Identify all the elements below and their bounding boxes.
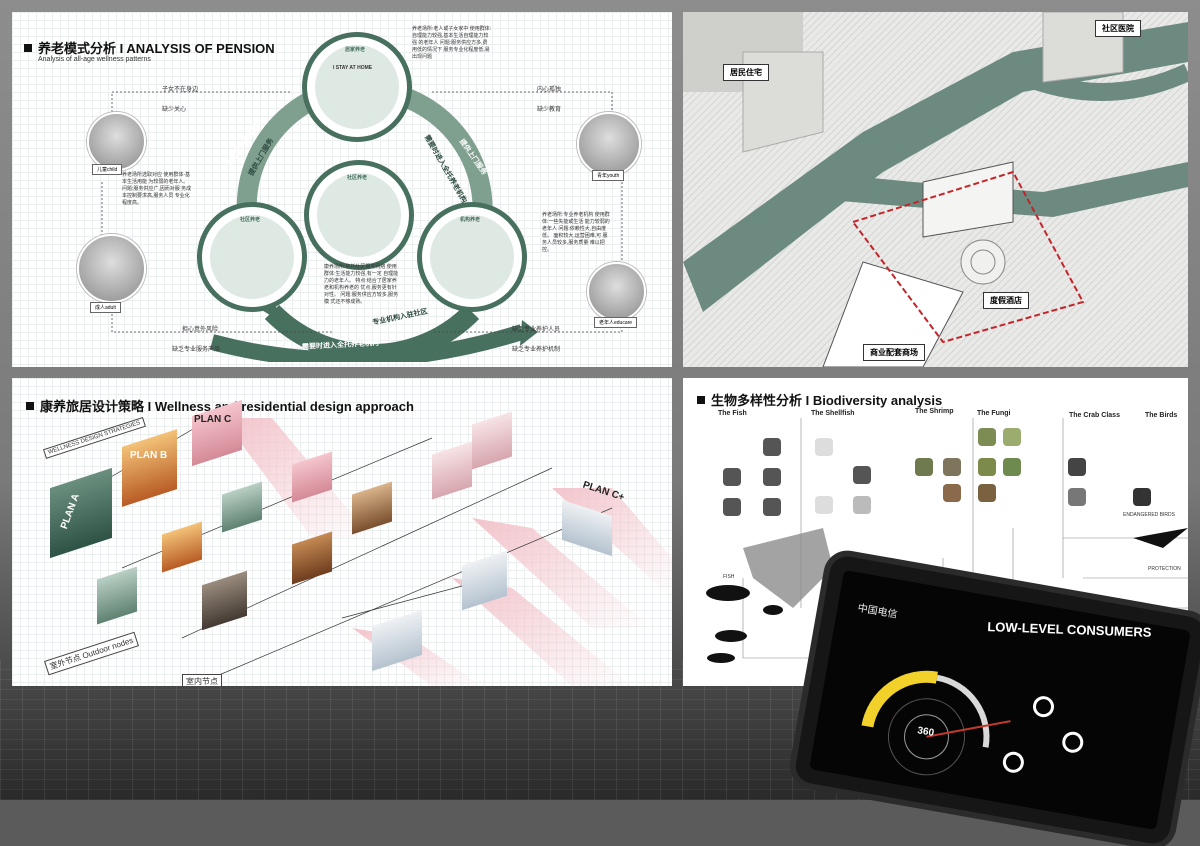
pension-title-text: 养老模式分析 I ANALYSIS OF PENSION (38, 41, 275, 56)
elder-label: 老年人educare (594, 317, 638, 328)
bio-title: 生物多样性分析 I Biodiversity analysis (697, 390, 942, 409)
protection-label: PROTECTION (1148, 566, 1181, 572)
col-fish: The Fish (718, 410, 747, 417)
crab-photo-1 (1068, 458, 1086, 476)
home-care-caption: I STAY AT HOME (333, 65, 373, 71)
plan-b-label: PLAN B (130, 450, 168, 461)
title-square-icon (697, 396, 705, 404)
edge-bottom-left: 担心意外风险 (182, 327, 219, 333)
pension-analysis-panel: 养老模式分析 I ANALYSIS OF PENSION Analysis of… (12, 12, 672, 367)
community-care-circle: 社区养老 (304, 160, 414, 270)
shrimp-photo-1 (915, 458, 933, 476)
community-care-left-label: 社区养老 (240, 217, 261, 223)
institution-care-circle: 机构养老 (417, 202, 527, 312)
fish-silhouette-1 (706, 585, 750, 601)
adult-label: 成人adult (90, 302, 121, 313)
fungi-photo-4 (1003, 458, 1021, 476)
shrimp-photo-2 (943, 458, 961, 476)
crab-photo-2 (1068, 488, 1086, 506)
col-fungi: The Fungi (977, 410, 1011, 417)
home-care-label: 居家养老 (345, 47, 366, 53)
map-label-residential: 居民住宅 (723, 64, 769, 81)
bird-photo-1 (1133, 488, 1151, 506)
shrimp-photo-3 (943, 484, 961, 502)
fungi-photo-1 (978, 428, 996, 446)
fungi-photo-5 (978, 484, 996, 502)
screen-title: LOW-LEVEL CONSUMERS (987, 619, 1152, 640)
map-label-hospital: 社区医院 (1095, 20, 1141, 37)
fungi-photo-3 (978, 458, 996, 476)
note-top: 养老场所:老人或子女家中 使用群体:自理能力较强,基本生活自理能力较强 的老年人… (412, 26, 492, 60)
edge-top-right: 内心孤独 (537, 87, 562, 93)
child-portrait (87, 112, 146, 171)
pelican-silhouette (743, 528, 833, 608)
note-center: 康养场所:依托社区服务网络 使用群体:生活能力较强,有一定 自理能力的老年人。 … (324, 264, 399, 305)
adult-portrait (77, 234, 146, 303)
pension-dashed-connectors (101, 91, 623, 333)
edge-bottom-left-2: 缺乏专业服务产品 (172, 347, 221, 353)
fish-photo-5 (763, 498, 781, 516)
tablet-screen[interactable]: 中国电信 LOW-LEVEL CONSUMERS 360 (809, 569, 1191, 831)
col-shrimp: The Shrimp (915, 408, 954, 415)
col-crab: The Crab Class (1069, 412, 1120, 419)
plan-c-label: PLAN C (194, 414, 232, 425)
shellfish-photo-3 (815, 496, 833, 514)
bio-title-text: 生物多样性分析 I Biodiversity analysis (711, 393, 943, 408)
note-left: 养老场所选取对应 使用群体-基本生活用能 为较弱的老年人。 问题:服务供应广,因… (122, 172, 192, 206)
home-care-circle: 居家养老 I STAY AT HOME (302, 32, 412, 142)
indoor-nodes-label: 室内节点 (182, 674, 222, 686)
shellfish-photo-4 (853, 496, 871, 514)
site-map-illustration (683, 12, 1188, 367)
screen-radar-graphic (861, 670, 1084, 776)
map-label-hotel: 度假酒店 (983, 292, 1029, 309)
screen-carrier: 中国电信 (856, 602, 899, 621)
edge-bottom-right: 缺乏专业养护人员 (512, 327, 561, 333)
endangered-label: ENDANGERED BIRDS (1123, 512, 1175, 518)
shellfish-photo-2 (853, 466, 871, 484)
youth-portrait (577, 112, 641, 176)
elder-portrait (587, 262, 646, 321)
tablet-device: 中国电信 LOW-LEVEL CONSUMERS 360 (792, 553, 1200, 846)
title-square-icon (24, 44, 32, 52)
edge-bottom-right-2: 缺乏专业养护机制 (512, 347, 561, 353)
community-care-left-circle: 社区养老 (197, 202, 307, 312)
site-map-panel: 居民住宅 社区医院 度假酒店 商业配套商场 (683, 12, 1188, 367)
fish-photo-2 (763, 438, 781, 456)
youth-label: 青年youth (592, 170, 625, 181)
note-right: 养老场所:专业养老机构 使用群体:一些失能或生活 能力较弱的老年人 问题:依赖性… (542, 212, 610, 253)
fungi-photo-2 (1003, 428, 1021, 446)
title-square-icon (26, 402, 34, 410)
col-birds: The Birds (1145, 412, 1178, 419)
community-care-label: 社区养老 (347, 175, 368, 181)
pension-title: 养老模式分析 I ANALYSIS OF PENSION (24, 38, 275, 57)
fish-group-label: FISH (723, 574, 735, 580)
child-label: 儿童child (92, 164, 123, 175)
wellness-strategy-panel: 康养旅居设计策略 I Wellness and residential desi… (12, 378, 672, 686)
edge-top-right-2: 缺少教育 (537, 107, 562, 113)
institution-care-label: 机构养老 (460, 217, 481, 223)
fish-photo-1 (723, 468, 741, 486)
edge-top-left: 子女不在身边 (162, 87, 199, 93)
biodiversity-lines (706, 418, 1188, 678)
fish-photo-3 (763, 468, 781, 486)
fish-photo-4 (723, 498, 741, 516)
col-shellfish: The Shellfish (811, 410, 855, 417)
shellfish-photo-1 (815, 438, 833, 456)
edge-top-left-2: 缺少关心 (162, 107, 187, 113)
pension-subtitle: Analysis of all-age wellness patterns (38, 56, 151, 63)
map-label-mall: 商业配套商场 (863, 344, 925, 361)
